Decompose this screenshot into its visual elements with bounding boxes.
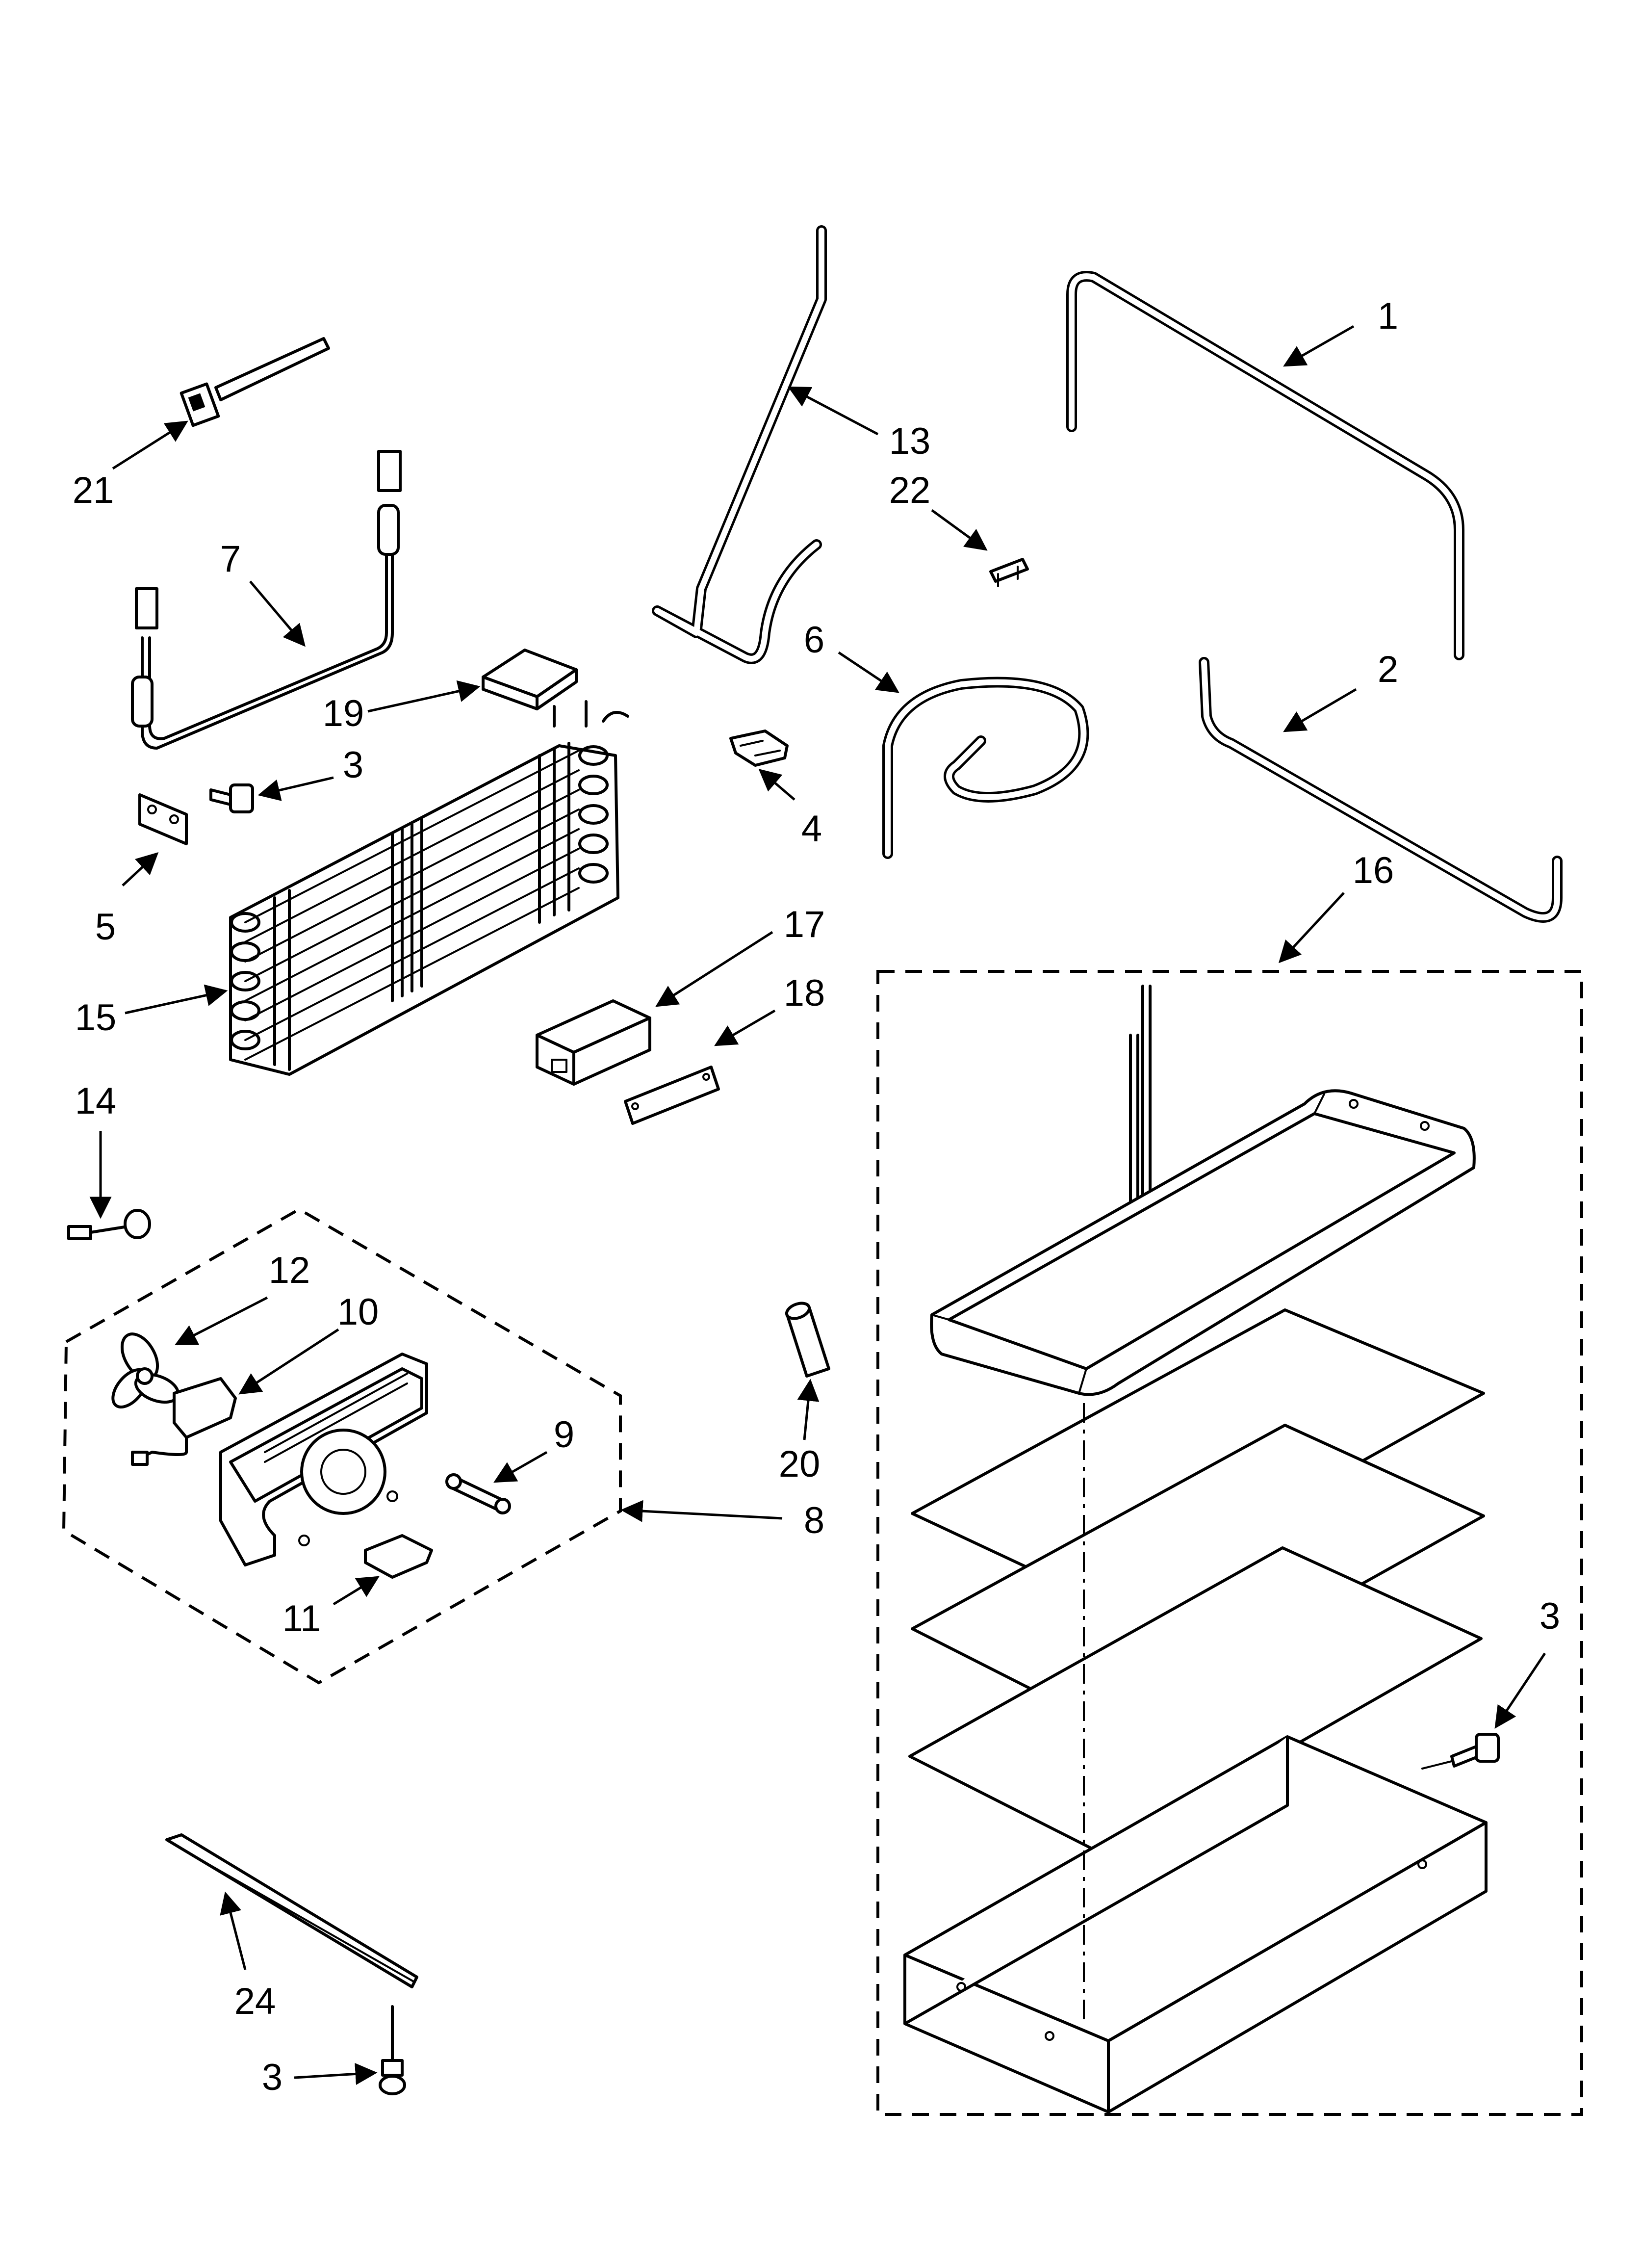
- part-3-screw-top: [209, 783, 254, 813]
- callout-5: 5: [95, 906, 116, 948]
- callout-14: 14: [75, 1080, 117, 1122]
- part-7-wire-harness: [131, 450, 402, 750]
- callout-21: 21: [73, 469, 114, 511]
- part-1-tube: [1066, 271, 1464, 660]
- callout-10: 10: [337, 1291, 379, 1333]
- part-13-tube: [652, 225, 827, 664]
- callout-8: 8: [804, 1500, 824, 1541]
- part-21-cable-tie: [180, 337, 330, 427]
- part-22-clip: [989, 558, 1029, 587]
- callout-4: 4: [801, 808, 822, 850]
- callout-13: 13: [889, 420, 931, 462]
- callout-24: 24: [234, 1981, 276, 2022]
- callout-12: 12: [269, 1250, 310, 1291]
- part-20-tube: [785, 1302, 830, 1378]
- part-16-drain-pan-assembly: [876, 970, 1583, 2116]
- part-6-coil-tube: [882, 677, 1089, 859]
- callout-3-top: 3: [343, 744, 363, 786]
- callout-18: 18: [784, 972, 825, 1014]
- part-9-link: [445, 1473, 511, 1514]
- callout-22: 22: [889, 469, 931, 511]
- callout-3-bottom: 3: [262, 2057, 282, 2098]
- callout-15: 15: [75, 997, 117, 1039]
- callout-6: 6: [804, 619, 824, 661]
- callout-16: 16: [1353, 850, 1394, 891]
- callout-labels: 1 2 13 22 6 4 16 17 18 21 7 19 3 5 15 14…: [73, 295, 1560, 2098]
- callout-2: 2: [1378, 649, 1398, 690]
- callout-19: 19: [323, 693, 364, 734]
- part-5-bracket: [138, 793, 188, 845]
- part-4-clip: [729, 730, 789, 767]
- part-15-evaporator: [229, 700, 629, 1076]
- callout-9: 9: [554, 1414, 574, 1456]
- part-11-clip: [364, 1534, 433, 1579]
- callout-11: 11: [282, 1598, 321, 1640]
- callout-17: 17: [784, 904, 825, 945]
- part-2-tube: [1199, 657, 1563, 923]
- part-10-motor: [131, 1377, 237, 1466]
- part-14-sensor: [67, 1209, 151, 1240]
- part-3-screw-bottom: [379, 2005, 406, 2095]
- callout-20: 20: [779, 1443, 821, 1485]
- part-18-plate: [624, 1066, 720, 1125]
- part-8-fan-assembly: [62, 1207, 622, 1685]
- callout-3-pan: 3: [1539, 1595, 1560, 1637]
- part-19-pad: [482, 649, 578, 710]
- callout-7: 7: [220, 538, 241, 580]
- callout-1: 1: [1378, 295, 1398, 337]
- part-3-screw-pan: [1421, 1733, 1500, 1770]
- leader-arrows: [89, 325, 1546, 2085]
- part-12-fan-blade: [111, 1332, 180, 1409]
- part-24-strip: [165, 1833, 418, 1988]
- part-17-bracket: [536, 999, 651, 1086]
